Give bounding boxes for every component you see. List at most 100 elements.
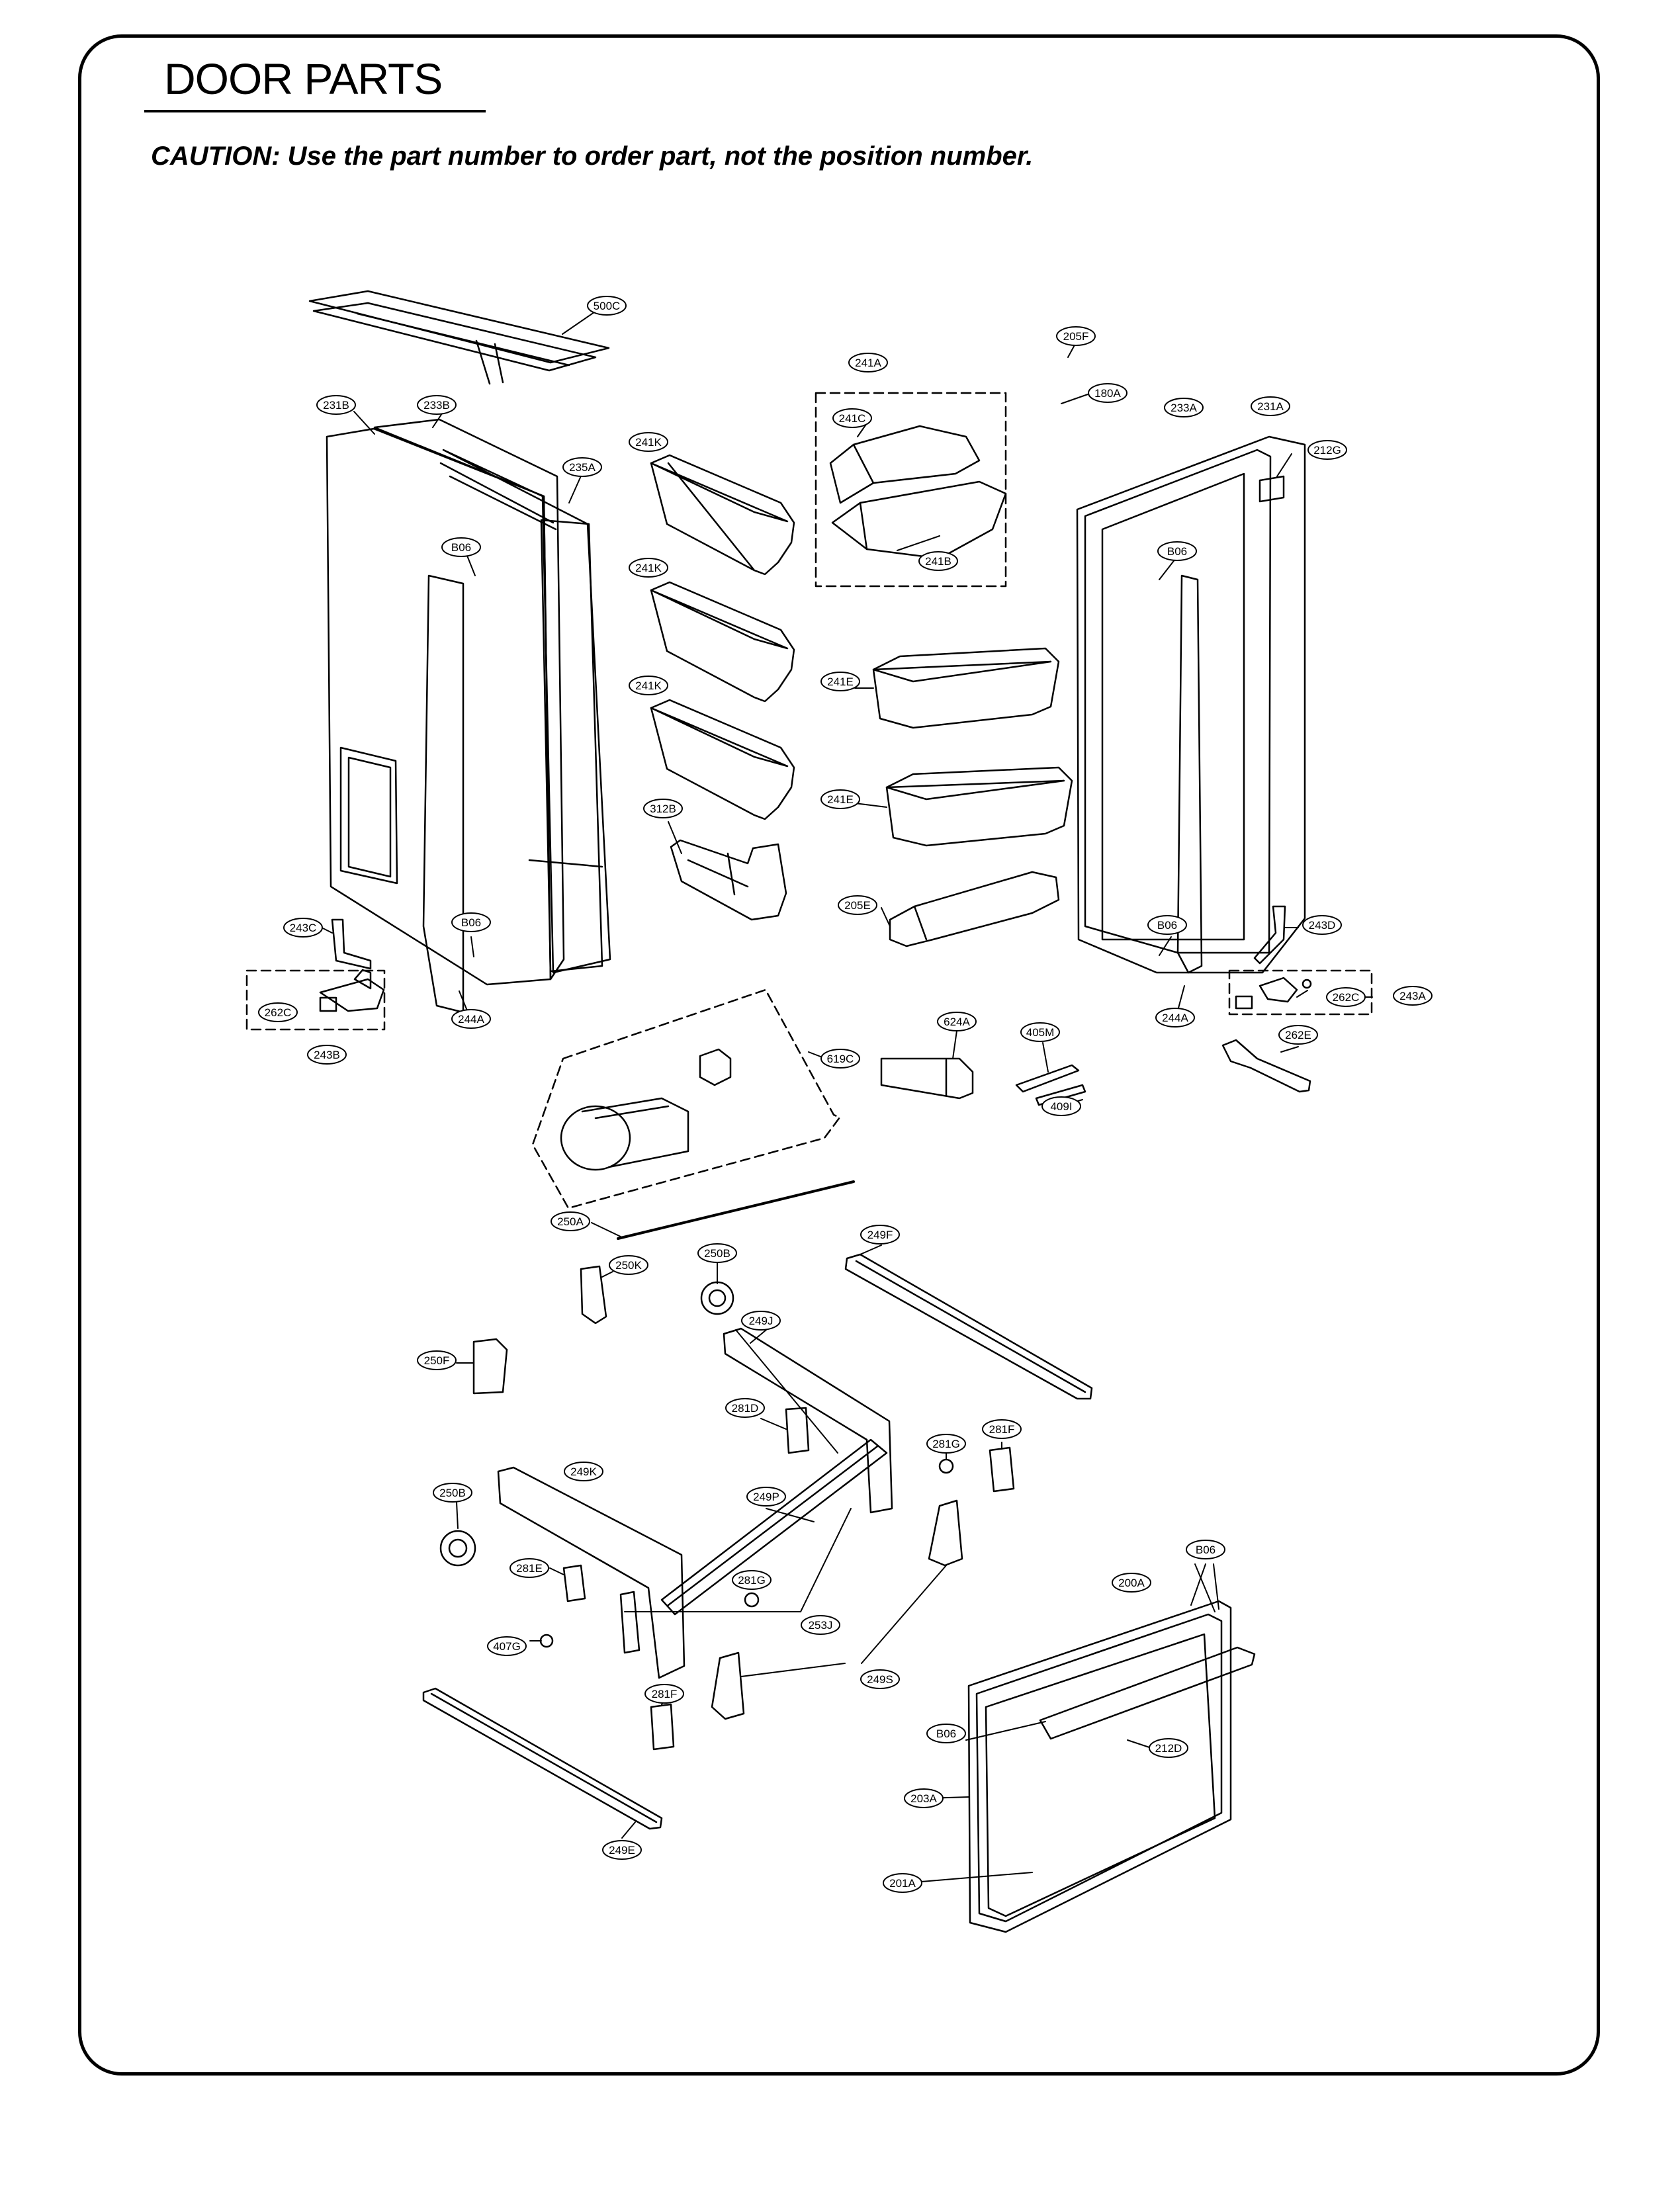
callout-label: 243D: [1309, 919, 1336, 932]
callout-label: 262C: [265, 1006, 292, 1019]
callout-label: 281G: [738, 1574, 766, 1587]
water-valve-part: [699, 1048, 732, 1086]
callout-235a-11: 235A: [562, 457, 602, 477]
right-door-part: [1076, 435, 1306, 974]
callout-253j-52: 253J: [801, 1615, 840, 1635]
callout-label: 231A: [1257, 400, 1284, 413]
water-filter-part: [880, 1057, 974, 1100]
callout-241e-17: 241E: [820, 672, 860, 691]
drawer-rod-part: [617, 1180, 855, 1240]
callout-bubble: [937, 1012, 977, 1031]
callout-250b-38: 250B: [697, 1243, 737, 1263]
callout-bubble: [487, 1636, 527, 1656]
callout-bubble: [725, 1398, 765, 1418]
callout-205f-1: 205F: [1056, 326, 1096, 346]
callout-201a-60: 201A: [883, 1873, 922, 1893]
callout-262c-25: 262C: [258, 1002, 298, 1022]
callout-bubble: [433, 1483, 472, 1503]
callout-bubble: [258, 1002, 298, 1022]
drawer-rail-left-part: [422, 1687, 663, 1830]
callout-180a-3: 180A: [1088, 383, 1127, 403]
callout-bubble: [1302, 915, 1342, 935]
callout-bubble: [551, 1211, 590, 1231]
callout-bubble: [609, 1255, 648, 1275]
callout-233b-5: 233B: [417, 395, 457, 415]
callout-label: 235A: [569, 461, 596, 474]
callout-bubble: [1157, 541, 1197, 561]
callout-243a-27: 243A: [1393, 986, 1433, 1006]
drawer-frame-part: [497, 1327, 893, 1679]
callout-label: 243C: [290, 922, 317, 934]
callout-label: 249J: [749, 1315, 774, 1327]
callout-500c-0: 500C: [587, 296, 627, 316]
door-bin-241E-1: [872, 647, 1060, 729]
callout-bubble: [746, 1487, 786, 1507]
callout-label: 281G: [932, 1438, 960, 1450]
callout-label: 241K: [635, 436, 662, 449]
callout-262c-26: 262C: [1326, 987, 1366, 1007]
callout-label: 249F: [867, 1229, 893, 1241]
callout-281f-55: 281F: [644, 1684, 684, 1704]
callout-label: 205E: [844, 899, 871, 912]
leader-lines: [321, 312, 1373, 1884]
callout-241e-18: 241E: [820, 789, 860, 809]
callout-bubble: [860, 1225, 900, 1245]
callout-bubble: [848, 353, 888, 372]
callout-249e-59: 249E: [602, 1840, 642, 1860]
callout-bubble: [820, 789, 860, 809]
drawer-gear-part-1: [700, 1281, 734, 1315]
callout-label: 253J: [809, 1619, 833, 1632]
callout-bubble: [801, 1615, 840, 1635]
callout-bubble: [1088, 383, 1127, 403]
door-bin-1: [650, 454, 795, 576]
callout-bubble: [644, 1684, 684, 1704]
title-underline: [144, 110, 486, 112]
callout-bubble: [1251, 396, 1290, 416]
callout-bubble: [562, 457, 602, 477]
callout-407g-53: 407G: [487, 1636, 527, 1656]
callout-bubble: [587, 296, 627, 316]
caution-note: CAUTION: Use the part number to order pa…: [151, 142, 1034, 171]
callout-bubble: [564, 1462, 603, 1481]
callout-bubble: [1326, 987, 1366, 1007]
callout-250f-41: 250F: [417, 1350, 457, 1370]
callout-label: B06: [1167, 545, 1187, 558]
drawer-gear-part-2: [439, 1530, 476, 1567]
callout-bubble: [697, 1243, 737, 1263]
callout-label: 624A: [944, 1016, 970, 1028]
frame-cap-281F-2: [650, 1703, 675, 1751]
callout-bubble: [509, 1558, 549, 1578]
callout-231a-8: 231A: [1251, 396, 1290, 416]
dispenser-bracket-part: [670, 839, 787, 921]
bin-group-box: [815, 392, 1007, 588]
callout-212d-57: 212D: [1149, 1738, 1188, 1758]
callout-bubble: [1393, 986, 1433, 1006]
callout-label: 312B: [650, 803, 676, 815]
callout-bubble: [926, 1724, 966, 1743]
callout-200a-49: 200A: [1112, 1573, 1151, 1593]
callout-262e-34: 262E: [1278, 1025, 1318, 1045]
callout-249f-37: 249F: [860, 1225, 900, 1245]
callout-312b-19: 312B: [643, 799, 683, 818]
door-bin-241E-2: [885, 766, 1073, 847]
valve-group-box: [531, 988, 841, 1209]
callout-281g-43: 281G: [926, 1434, 966, 1454]
callout-409i-35: 409I: [1041, 1096, 1081, 1116]
callout-bubble: [643, 799, 683, 818]
callout-label: 241K: [635, 679, 662, 692]
frame-bracket-253J: [619, 1591, 641, 1654]
callout-label: 249E: [609, 1844, 635, 1857]
callout-244a-29: 244A: [1155, 1008, 1195, 1028]
callout-405m-32: 405M: [1020, 1022, 1060, 1042]
page-title: DOOR PARTS: [164, 54, 443, 103]
callout-bubble: [838, 895, 877, 915]
callout-label: 250K: [615, 1259, 642, 1272]
frame-bracket-249S-2: [711, 1651, 745, 1720]
callout-205e-20: 205E: [838, 895, 877, 915]
callout-bubble: [307, 1045, 347, 1065]
callout-250k-39: 250K: [609, 1255, 648, 1275]
callout-bubble: [1164, 398, 1204, 417]
callout-249p-47: 249P: [746, 1487, 786, 1507]
callout-bubble: [1020, 1022, 1060, 1042]
